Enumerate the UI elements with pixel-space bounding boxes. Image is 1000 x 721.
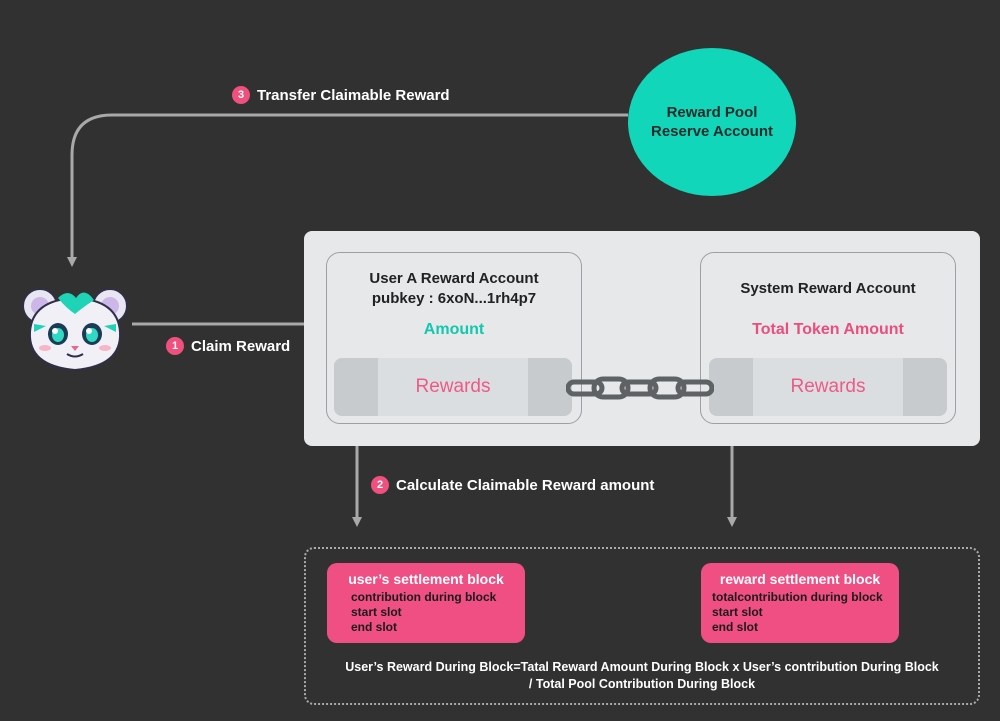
settlement-area xyxy=(304,547,980,705)
reward-settlement-title: reward settlement block xyxy=(719,571,881,587)
user-settlement-lines: contribution during block start slot end… xyxy=(351,590,525,635)
settlement-line: totalcontribution during block xyxy=(712,590,883,604)
tiger-cub-avatar-icon xyxy=(22,288,128,372)
system-reward-account: System Reward Account Total Token Amount xyxy=(700,252,956,424)
user-account-pubkey: pubkey : 6xoN...1rh4p7 xyxy=(371,290,537,307)
reward-formula: User’s Reward During Block=Tatal Reward … xyxy=(306,659,978,693)
user-account-amount: Amount xyxy=(423,321,485,338)
step-calculate-label: 2 Calculate Claimable Reward amount xyxy=(371,476,654,494)
step-text: Calculate Claimable Reward amount xyxy=(396,476,655,494)
reward-pool-line2: Reserve Account xyxy=(651,123,773,140)
user-rewards-bar: Rewards xyxy=(334,358,572,416)
step-badge: 3 xyxy=(232,86,250,104)
user-account-title: User A Reward Account xyxy=(369,270,539,287)
step-badge: 1 xyxy=(166,337,184,355)
reward-settlement-lines: totalcontribution during block start slo… xyxy=(712,590,899,635)
settlement-line: end slot xyxy=(712,620,759,634)
rewards-bar-cap-right xyxy=(528,358,572,416)
step-badge: 2 xyxy=(371,476,389,494)
chain-link-icon xyxy=(566,376,714,400)
step-text: Transfer Claimable Reward xyxy=(257,86,450,104)
formula-line1: User’s Reward During Block=Tatal Reward … xyxy=(345,660,939,674)
transfer-arrow xyxy=(67,113,628,267)
step-text: Claim Reward xyxy=(191,337,291,355)
user-settlement-title: user’s settlement block xyxy=(348,571,504,587)
system-account-amount: Total Token Amount xyxy=(752,321,904,338)
user-settlement-block: user’s settlement block contribution dur… xyxy=(327,563,525,643)
reward-pool-reserve-account: Reward Pool Reserve Account xyxy=(628,48,796,196)
step-claim-label: 1 Claim Reward xyxy=(166,337,290,355)
system-rewards-label: Rewards xyxy=(790,376,866,397)
system-rewards-bar: Rewards xyxy=(709,358,947,416)
settlement-line: contribution during block xyxy=(351,590,497,604)
rewards-bar-cap-left xyxy=(709,358,753,416)
user-rewards-label: Rewards xyxy=(415,376,491,397)
settlement-line: start slot xyxy=(351,605,402,619)
formula-line2: / Total Pool Contribution During Block xyxy=(528,677,756,691)
reward-settlement-block: reward settlement block totalcontributio… xyxy=(701,563,899,643)
settlement-line: end slot xyxy=(351,620,398,634)
reward-pool-line1: Reward Pool xyxy=(666,104,758,121)
step-transfer-label: 3 Transfer Claimable Reward xyxy=(232,86,450,104)
system-account-title: System Reward Account xyxy=(740,280,916,297)
rewards-bar-cap-right xyxy=(903,358,947,416)
user-reward-account: User A Reward Account pubkey : 6xoN...1r… xyxy=(326,252,582,424)
rewards-bar-cap-left xyxy=(334,358,378,416)
settlement-line: start slot xyxy=(712,605,763,619)
